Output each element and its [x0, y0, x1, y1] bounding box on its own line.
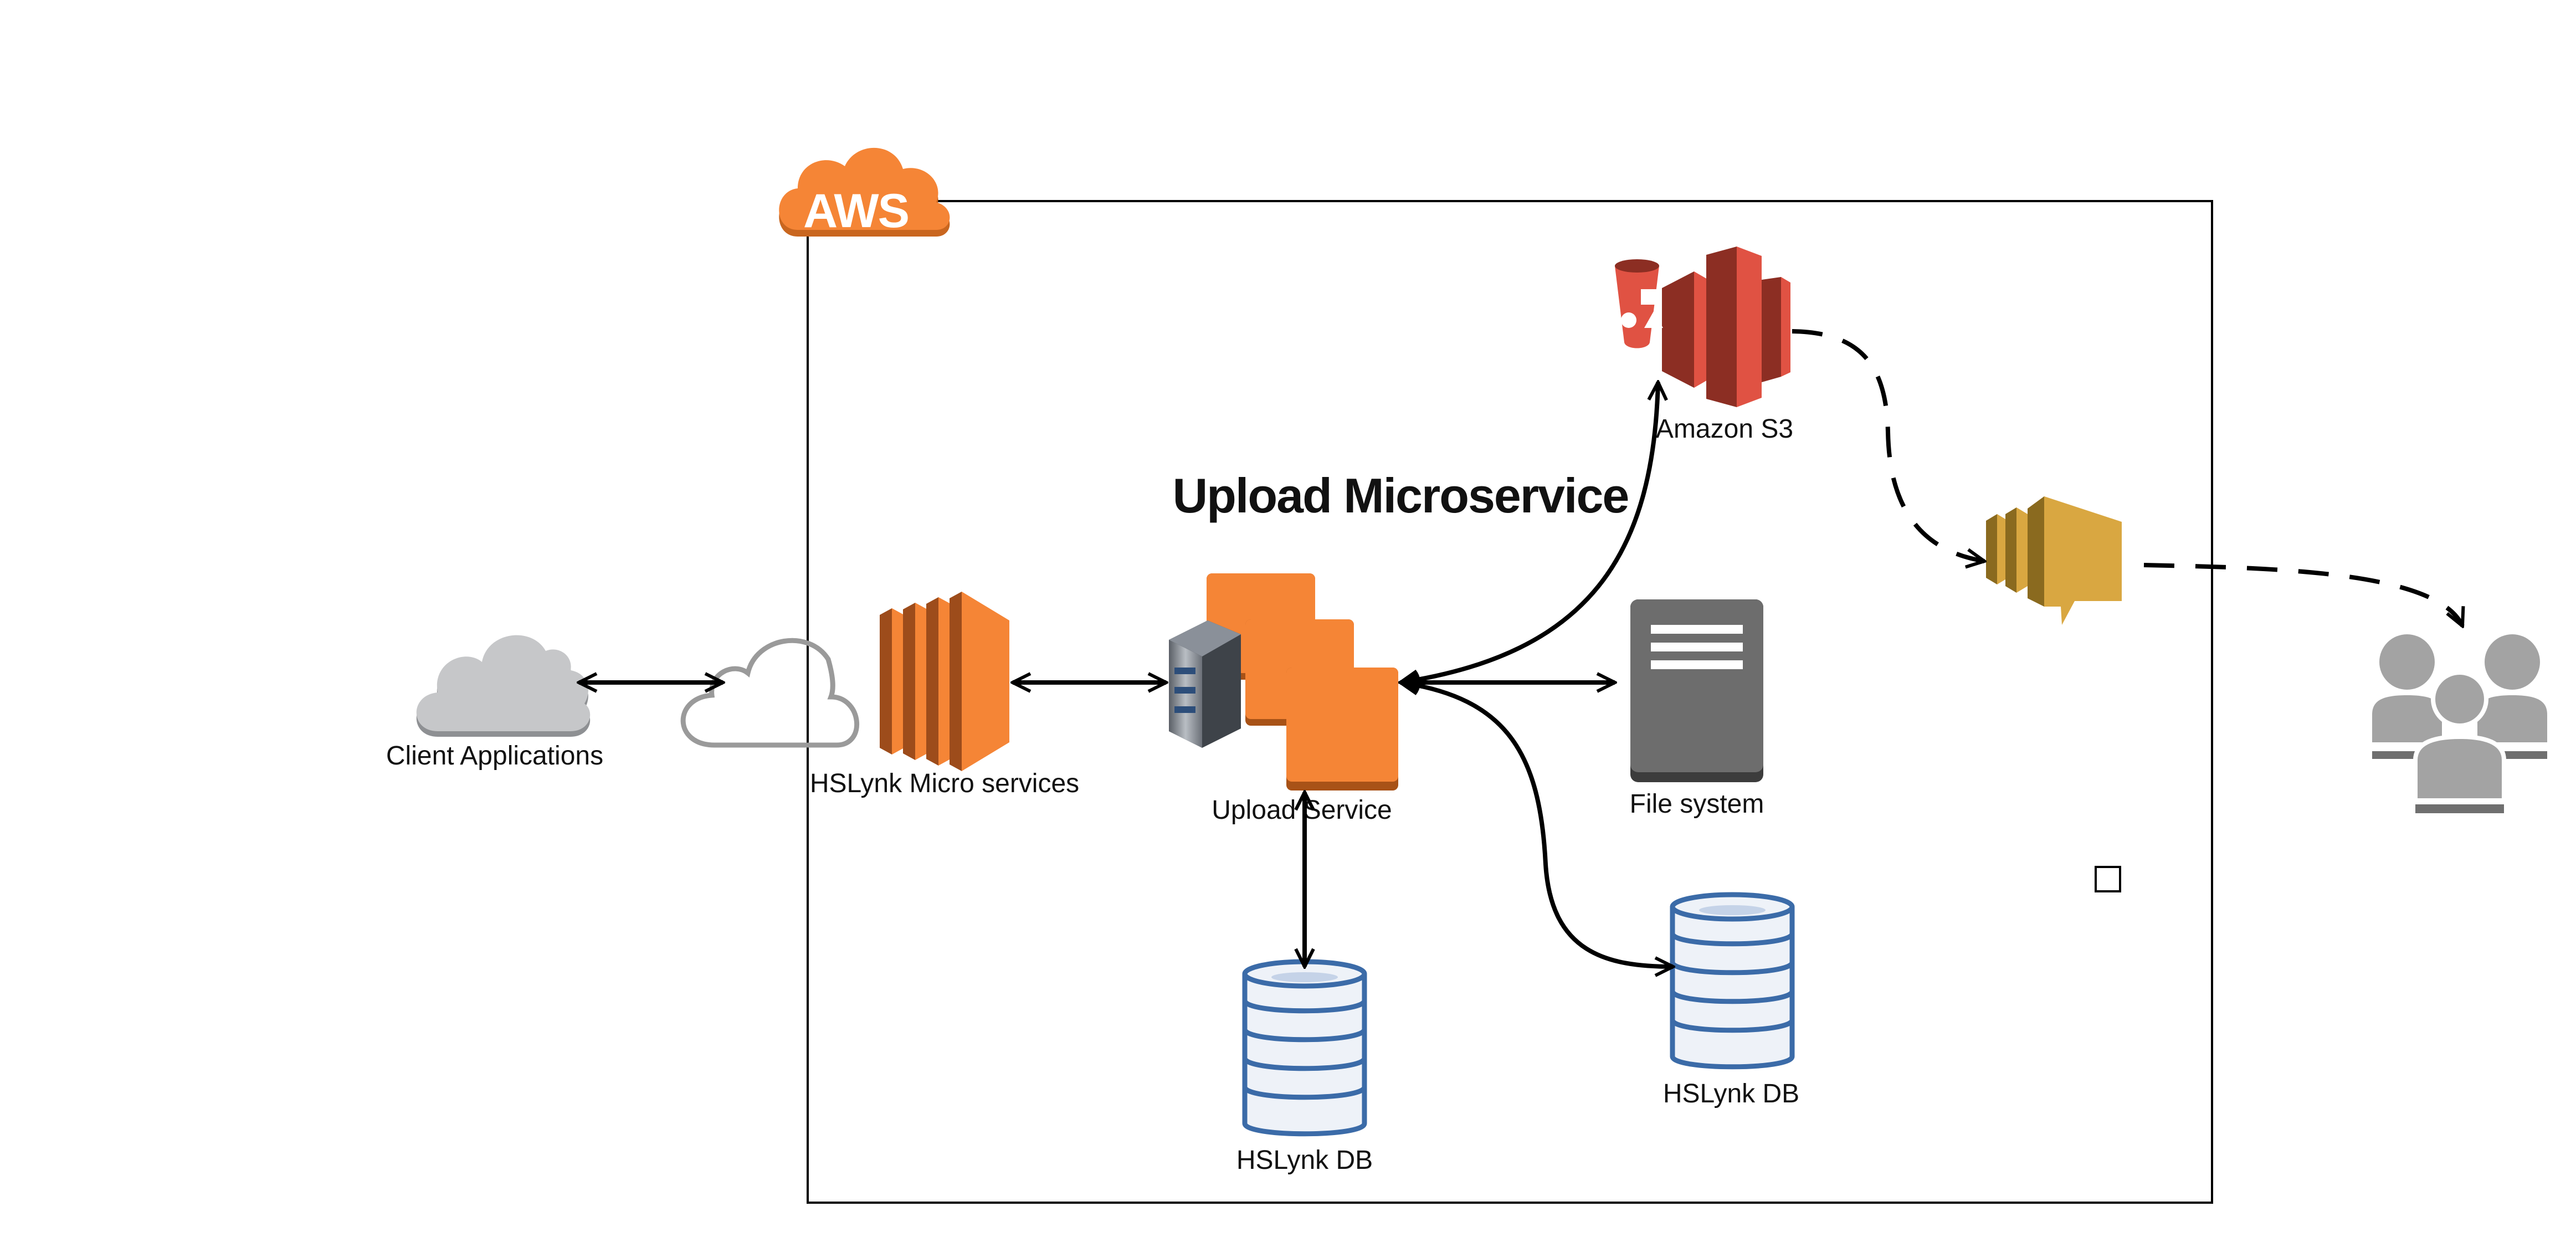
server-stack-icon: [1169, 573, 1398, 791]
amazon-s3-label: Amazon S3: [1656, 414, 1793, 444]
diagram-title: Upload Microservice: [1173, 468, 1629, 523]
hslynk-db-bottom-label: HSLynk DB: [1236, 1146, 1373, 1175]
connector-s3-sns: [1792, 329, 1984, 561]
cloud-icon: [416, 635, 591, 737]
database-icon: [1670, 892, 1795, 1070]
hslynk-db-right-label: HSLynk DB: [1663, 1079, 1799, 1108]
file-system-icon: [1630, 599, 1763, 782]
connector-upload-s3: [1400, 382, 1658, 682]
upload-service-label: Upload Service: [1212, 795, 1392, 825]
small-square: [2095, 866, 2121, 892]
hslynk-micro-services-label: HSLynk Micro services: [810, 769, 1079, 798]
sns-notification-icon: [1986, 496, 2122, 625]
database-icon: [1242, 959, 1367, 1137]
connectors: [579, 329, 2462, 967]
client-applications-label: Client Applications: [386, 741, 603, 771]
s3-bucket-icon: [1615, 247, 1790, 407]
internet-cloud-icon: [680, 638, 860, 748]
aws-boundary: [807, 200, 2213, 1204]
aws-badge-text: AWS: [803, 184, 909, 238]
ec2-instances-icon: [880, 592, 1009, 771]
users-group-icon: [2372, 634, 2547, 813]
connector-upload-db-right: [1400, 682, 1673, 967]
file-system-label: File system: [1630, 789, 1764, 819]
connector-sns-users: [2143, 563, 2462, 626]
aws-cloud-badge: AWS: [779, 147, 950, 238]
